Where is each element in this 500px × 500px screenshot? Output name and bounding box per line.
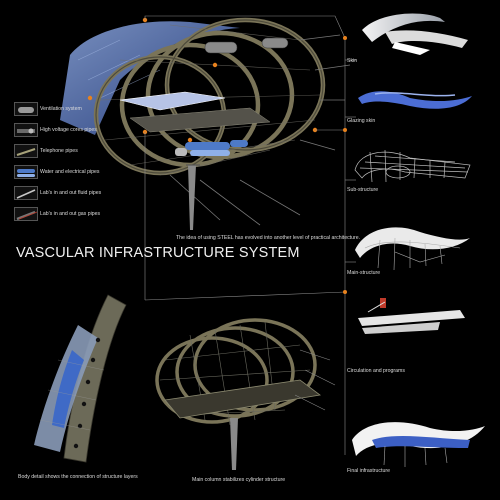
layer-circulation-thumb <box>358 298 465 334</box>
callout-leaders <box>144 15 356 455</box>
layer-label-final: Final infrastructure <box>347 468 390 474</box>
legend-item: Ventilation system <box>14 102 134 116</box>
service-pipe-bundle <box>175 140 248 156</box>
layer-skin-thumb <box>362 13 468 55</box>
water-pipe-icon <box>14 165 38 179</box>
layer-substructure-thumb <box>354 149 471 183</box>
layer-mainstructure-thumb <box>355 227 470 271</box>
legend-label: High voltage cores pipes <box>40 127 97 133</box>
legend-label: Lab's in and out gas pipes <box>40 211 101 217</box>
legend-item: Water and electrical pipes <box>14 165 134 179</box>
layer-glazing-thumb <box>358 91 472 109</box>
legend-item: Lab's in and out fluid pipes <box>14 186 134 200</box>
layer-label-skin: Skin <box>347 58 358 64</box>
body-detail-caption: Body detail shows the connection of stru… <box>18 474 138 480</box>
fluid-pipe-icon <box>14 186 38 200</box>
legend-label: Ventilation system <box>40 106 82 112</box>
main-cylinder-model <box>60 17 351 230</box>
legend-item: Lab's in and out gas pipes <box>14 207 134 221</box>
floor-deck <box>119 91 226 111</box>
glazing-skin-panel <box>60 21 240 136</box>
legend-label: Telephone pipes <box>40 148 78 154</box>
layer-label-glazing: Glazing skin <box>347 118 376 124</box>
cylinder-frame-model <box>155 318 336 470</box>
ventilation-duct <box>204 41 238 54</box>
legend-label: Water and electrical pipes <box>40 169 100 175</box>
page-title: VASCULAR INFRASTRUCTURE SYSTEM <box>16 245 300 261</box>
legend-item: High voltage cores pipes <box>14 123 134 137</box>
duct-pipe-icon <box>14 102 38 116</box>
legend-label: Lab's in and out fluid pipes <box>40 190 102 196</box>
layer-label-substructure: Sub-structure <box>347 187 379 193</box>
layer-final-thumb <box>352 422 485 467</box>
column-caption: Main column stabilizes cylinder structur… <box>192 477 286 483</box>
caption-text: The idea of using STEEL has evolved into… <box>176 235 361 241</box>
telephone-pipe-icon <box>14 144 38 158</box>
body-detail-section <box>34 294 127 463</box>
layer-label-mainstructure: Main-structure <box>347 270 381 276</box>
main-support-column <box>188 165 196 230</box>
layer-label-circulation: Circulation and programs <box>347 368 405 374</box>
cable-core-icon <box>14 123 38 137</box>
gas-pipe-icon <box>14 207 38 221</box>
legend-item: Telephone pipes <box>14 144 134 158</box>
